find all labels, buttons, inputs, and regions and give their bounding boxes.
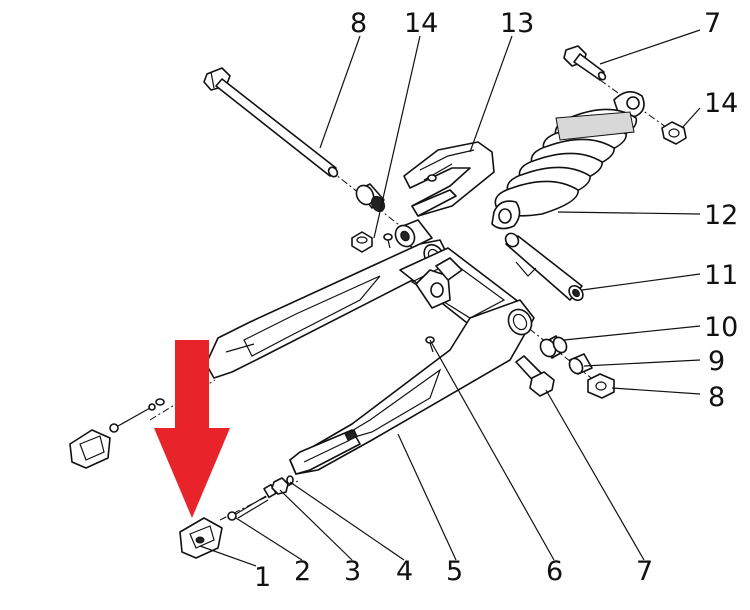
callout-14-right: 14 [704,88,738,119]
callout-13: 13 [500,8,534,39]
pivot-bushing [355,183,386,213]
adjuster-nut [271,477,289,495]
callout-3: 3 [344,556,361,587]
callout-14-top: 14 [404,8,438,39]
chain-adjuster-upper [69,398,165,469]
callout-5: 5 [446,556,463,587]
shock-absorber [491,91,645,230]
chain-adjuster-block [179,517,223,559]
shock-top-nut [661,121,687,145]
callout-11: 11 [704,260,738,291]
rear-flanged-nut [587,373,615,399]
front-pivot-bushing [394,219,433,249]
leader-lines [199,29,701,567]
slider-screw [383,233,393,249]
shock-lower-pin [504,232,584,302]
callout-7-top: 7 [704,8,721,39]
adjuster-washer [286,475,294,485]
shock-top-bolt [563,45,607,81]
callout-12: 12 [704,200,738,231]
bracket-bolt [425,336,435,353]
chain-slider [403,141,495,217]
adjuster-bolt [227,483,277,521]
highlight-arrow [154,340,230,518]
pivot-axle-bolt [203,67,339,178]
swingarm [205,239,535,475]
rear-spacer [568,353,593,375]
callout-4: 4 [396,556,413,587]
callout-8-top: 8 [350,8,367,39]
callout-2: 2 [294,556,311,587]
rear-bushing [539,335,568,359]
callout-8-right: 8 [708,382,725,413]
callout-7-bottom: 7 [636,556,653,587]
callout-1: 1 [254,562,271,593]
callout-6: 6 [546,556,563,587]
callout-9: 9 [708,346,725,377]
rear-pivot-bolt [515,355,555,397]
small-nut [351,231,373,253]
part-number-callouts: 1 2 3 4 5 6 7 8 9 10 11 12 14 7 8 14 13 [254,8,738,593]
callout-10: 10 [704,312,738,343]
